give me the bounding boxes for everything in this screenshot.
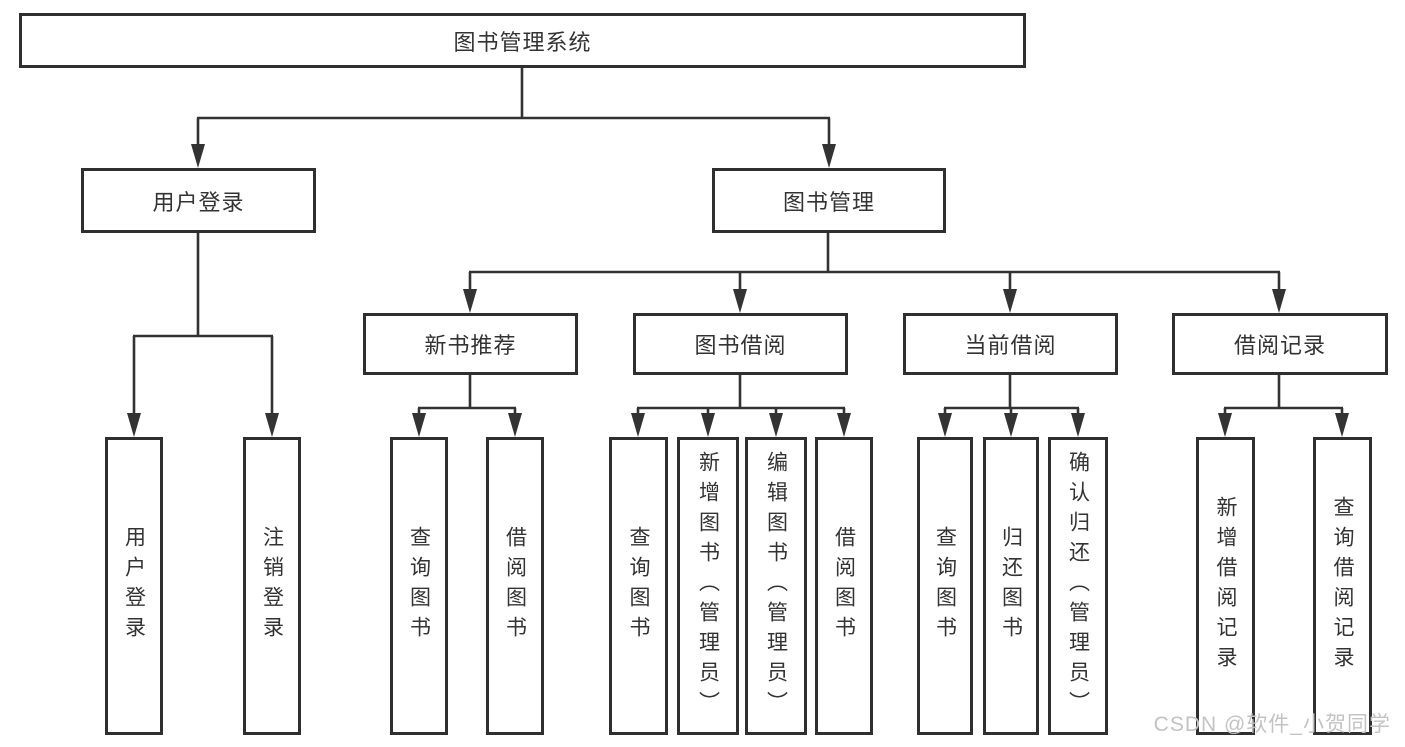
node-borrow-records-label: 借阅记录 xyxy=(1233,333,1326,358)
leaf-newbook-query: 查询图书 xyxy=(390,437,448,735)
node-user-login-label: 用户登录 xyxy=(152,189,245,215)
leaf-current-return-label: 归还图书 xyxy=(999,526,1023,646)
leaf-current-query: 查询图书 xyxy=(917,437,973,735)
leaf-record-query: 查询借阅记录 xyxy=(1313,437,1372,735)
leaf-borrow-book-label: 借阅图书 xyxy=(832,526,856,646)
leaf-newbook-query-label: 查询图书 xyxy=(407,526,431,646)
leaf-borrow-query: 查询图书 xyxy=(609,437,668,735)
node-new-book-recommend: 新书推荐 xyxy=(363,313,578,375)
node-root: 图书管理系统 xyxy=(19,13,1026,68)
leaf-user-login-label: 用户登录 xyxy=(122,526,146,646)
node-book-management: 图书管理 xyxy=(712,168,946,233)
leaf-logout-label: 注销登录 xyxy=(260,526,284,646)
node-book-management-label: 图书管理 xyxy=(782,189,875,215)
node-root-label: 图书管理系统 xyxy=(453,29,592,55)
node-current-borrow-label: 当前借阅 xyxy=(964,333,1057,358)
node-book-borrow: 图书借阅 xyxy=(633,313,848,375)
leaf-logout: 注销登录 xyxy=(243,437,301,735)
leaf-borrow-edit-admin-label: 编辑图书（管理员） xyxy=(764,451,788,721)
leaf-newbook-borrow-label: 借阅图书 xyxy=(503,526,527,646)
node-borrow-records: 借阅记录 xyxy=(1172,313,1388,375)
leaf-borrow-add-admin-label: 新增图书（管理员） xyxy=(696,451,720,721)
leaf-record-add: 新增借阅记录 xyxy=(1196,437,1255,735)
leaf-current-confirm-admin-label: 确认归还（管理员） xyxy=(1066,451,1090,721)
tree-edges xyxy=(132,67,1344,415)
leaf-borrow-query-label: 查询图书 xyxy=(627,526,650,646)
leaf-user-login: 用户登录 xyxy=(105,437,163,735)
leaf-borrow-edit-admin: 编辑图书（管理员） xyxy=(745,437,807,735)
leaf-record-add-label: 新增借阅记录 xyxy=(1214,496,1237,676)
leaf-newbook-borrow: 借阅图书 xyxy=(486,437,544,735)
leaf-current-return: 归还图书 xyxy=(983,437,1039,735)
leaf-borrow-book: 借阅图书 xyxy=(815,437,873,735)
node-new-book-recommend-label: 新书推荐 xyxy=(424,333,517,358)
node-book-borrow-label: 图书借阅 xyxy=(694,333,787,358)
node-current-borrow: 当前借阅 xyxy=(903,313,1118,375)
leaf-borrow-add-admin: 新增图书（管理员） xyxy=(677,437,739,735)
arrowheads xyxy=(127,144,1349,437)
csdn-watermark: CSDN @软件_小贺同学 xyxy=(1153,713,1391,736)
leaf-record-query-label: 查询借阅记录 xyxy=(1331,496,1354,676)
node-user-login: 用户登录 xyxy=(81,168,316,233)
leaf-current-query-label: 查询图书 xyxy=(933,526,957,646)
leaf-current-confirm-admin: 确认归还（管理员） xyxy=(1048,437,1108,735)
